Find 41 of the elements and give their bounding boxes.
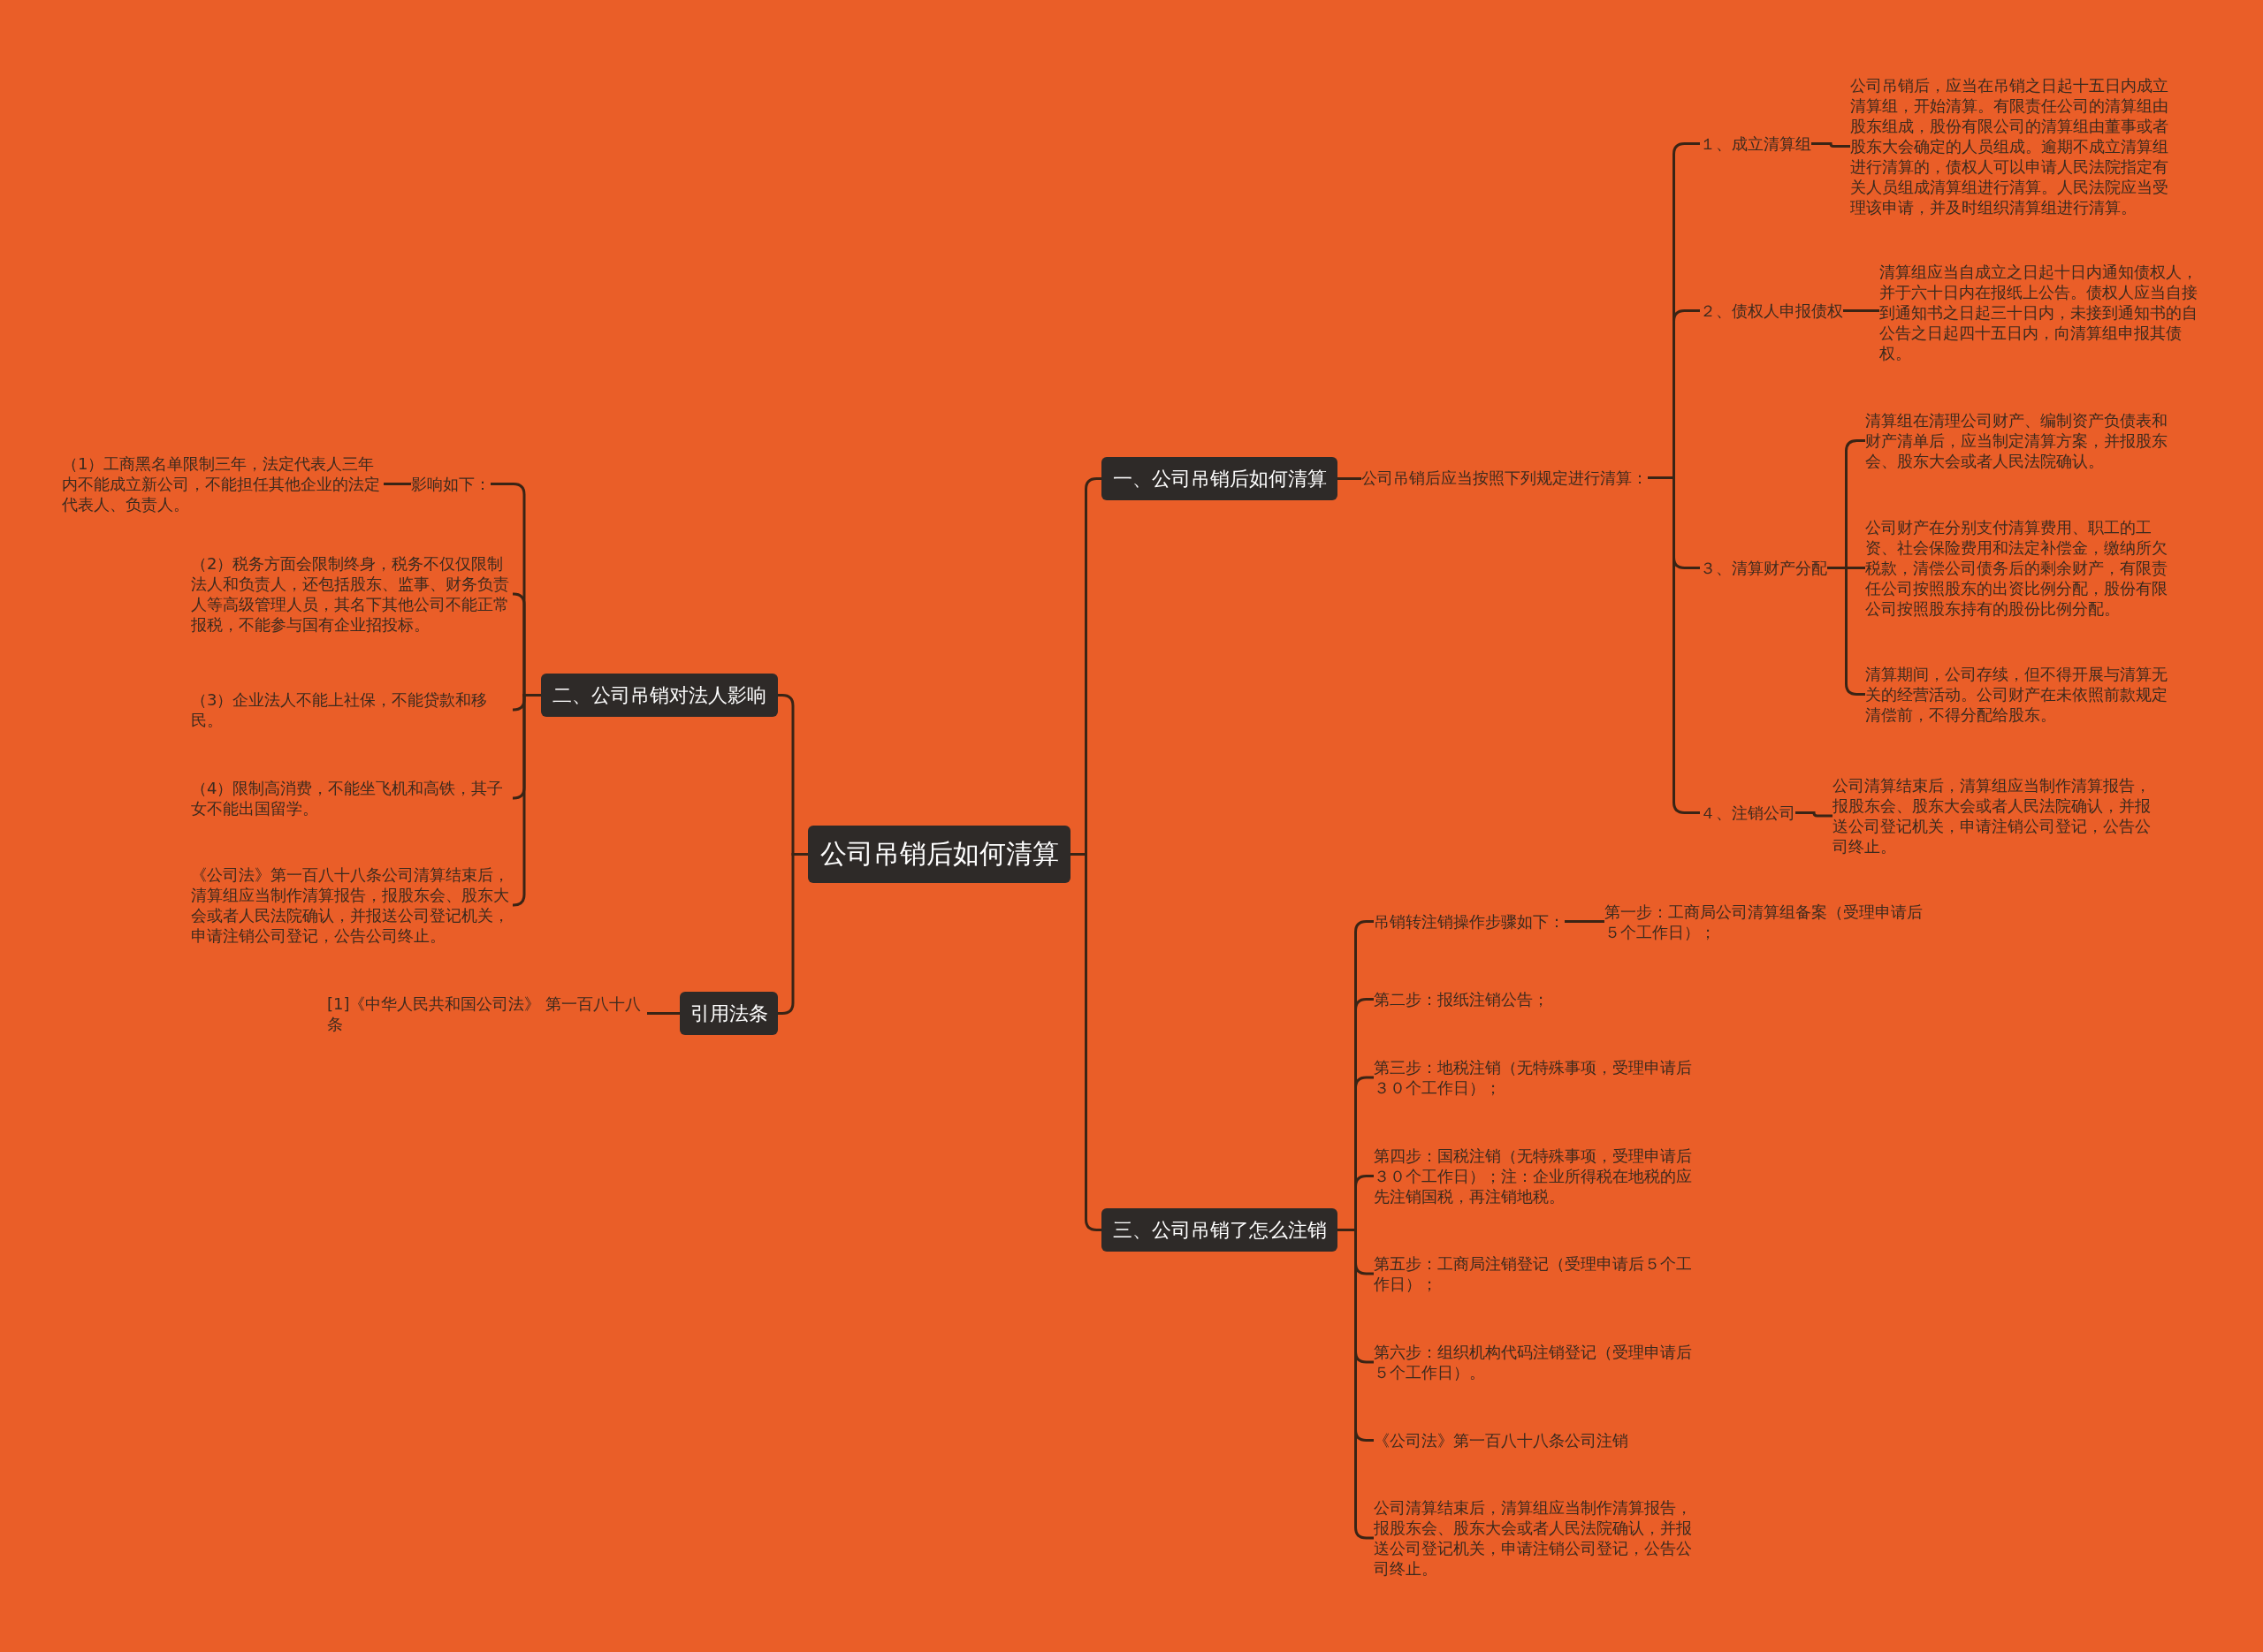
topic-text: 第五步：工商局注销登记（受理申请后５个工作日）； <box>1374 1253 1695 1294</box>
topic-text: 公司清算结束后，清算组应当制作清算报告，报股东会、股东大会或者人民法院确认，并报送公司登记机关，申请注销公司登记，公告公司终止。 <box>1832 775 2154 856</box>
topic-box: 二、公司吊销对法人影响 <box>541 674 778 717</box>
topic-text: 清算组应当自成立之日起十日内通知债权人，并于六十日内在报纸上公告。债权人应当自接到通知书之日起三十日内，未接到通知书的自公告之日起四十五日内，向清算组申报其债权。 <box>1879 262 2201 363</box>
topic-text: 公司清算结束后，清算组应当制作清算报告，报股东会、股东大会或者人民法院确认，并报送公司登记机关，申请注销公司登记，公告公司终止。 <box>1374 1497 1695 1579</box>
topic-text: （2）税务方面会限制终身，税务不仅仅限制法人和负责人，还包括股东、监事、财务负责人等高级管理人员，其名下其他公司不能正常报税，不能参与国有企业招投标。 <box>191 553 513 635</box>
topic-box: 一、公司吊销后如何清算 <box>1101 457 1337 500</box>
topic-text: 清算期间，公司存续，但不得开展与清算无关的经营活动。公司财产在未依照前款规定清偿前，不得分配给股东。 <box>1865 664 2171 725</box>
connector-line <box>1795 811 1832 818</box>
topic-text: 公司吊销后应当按照下列规定进行清算： <box>1361 468 1648 488</box>
topic-text: 影响如下： <box>411 474 491 494</box>
topic-text: 第二步：报纸注销公告； <box>1374 989 1549 1009</box>
connector-line <box>1071 853 1101 1231</box>
topic-text: （1）工商黑名单限制三年，法定代表人三年内不能成立新公司，不能担任其他企业的法定代表人、负责人。 <box>62 453 384 514</box>
topic-text: 第六步：组织机构代码注销登记（受理申请后５个工作日）。 <box>1374 1342 1695 1382</box>
topic-text: 公司财产在分别支付清算费用、职工的工资、社会保险费用和法定补偿金，缴纳所欠税款，清偿公司债务后的剩余财产，有限责任公司按照股东的出资比例分配，股份有限公司按照股东持有的股份比例分配。 <box>1865 517 2171 619</box>
connector-line <box>384 483 411 485</box>
topic-text: 《公司法》第一百八十八条公司清算结束后，清算组应当制作清算报告，报股东会、股东大会或者人民法院确认，并报送公司登记机关，申请注销公司登记，公告公司终止。 <box>191 864 513 946</box>
connector-line <box>1843 309 1879 312</box>
topic-text: 第四步：国税注销（无特殊事项，受理申请后３０个工作日）；注：企业所得税在地税的应先注销国税，再注销地税。 <box>1374 1146 1695 1207</box>
topic-text: 第一步：工商局公司清算组备案（受理申请后５个工作日）； <box>1604 902 1926 942</box>
topic-text: （3）企业法人不能上社保，不能贷款和移民。 <box>191 689 513 730</box>
topic-text: ４、注销公司 <box>1700 803 1795 823</box>
connector-line <box>1811 142 1850 148</box>
topic-text: 第三步：地税注销（无特殊事项，受理申请后３０个工作日）； <box>1374 1057 1695 1098</box>
central-topic-box: 公司吊销后如何清算 <box>808 826 1071 883</box>
topic-box: 三、公司吊销了怎么注销 <box>1101 1208 1337 1252</box>
topic-text: ２、债权人申报债权 <box>1700 301 1843 321</box>
topic-text: 公司吊销后，应当在吊销之日起十五日内成立清算组，开始清算。有限责任公司的清算组由股东组成，股份有限公司的清算组由董事或者股东大会确定的人员组成。逾期不成立清算组进行清算的，债权人可以申请人民法院指定有关人员组成清算组进行清算。人民法院应当受理该申请，并及时组织清算组进行清算。 <box>1850 75 2172 217</box>
topic-box: 引用法条 <box>680 992 778 1035</box>
topic-text: 《公司法》第一百八十八条公司注销 <box>1374 1430 1628 1450</box>
connector-line <box>1337 477 1361 480</box>
topic-text: 吊销转注销操作步骤如下： <box>1374 911 1565 932</box>
topic-text: ３、清算财产分配 <box>1700 558 1827 578</box>
topic-text: 清算组在清理公司财产、编制资产负债表和财产清单后，应当制定清算方案，并报股东会、股东大会或者人民法院确认。 <box>1865 410 2171 471</box>
topic-text: [1]《中华人民共和国公司法》 第一百八十八条 <box>327 993 647 1034</box>
topic-text: １、成立清算组 <box>1700 133 1811 154</box>
connector-line <box>512 694 541 907</box>
connector-line <box>647 1012 680 1015</box>
connector-line <box>1565 920 1604 923</box>
topic-text: （4）限制高消费，不能坐飞机和高铁，其子女不能出国留学。 <box>191 778 513 818</box>
